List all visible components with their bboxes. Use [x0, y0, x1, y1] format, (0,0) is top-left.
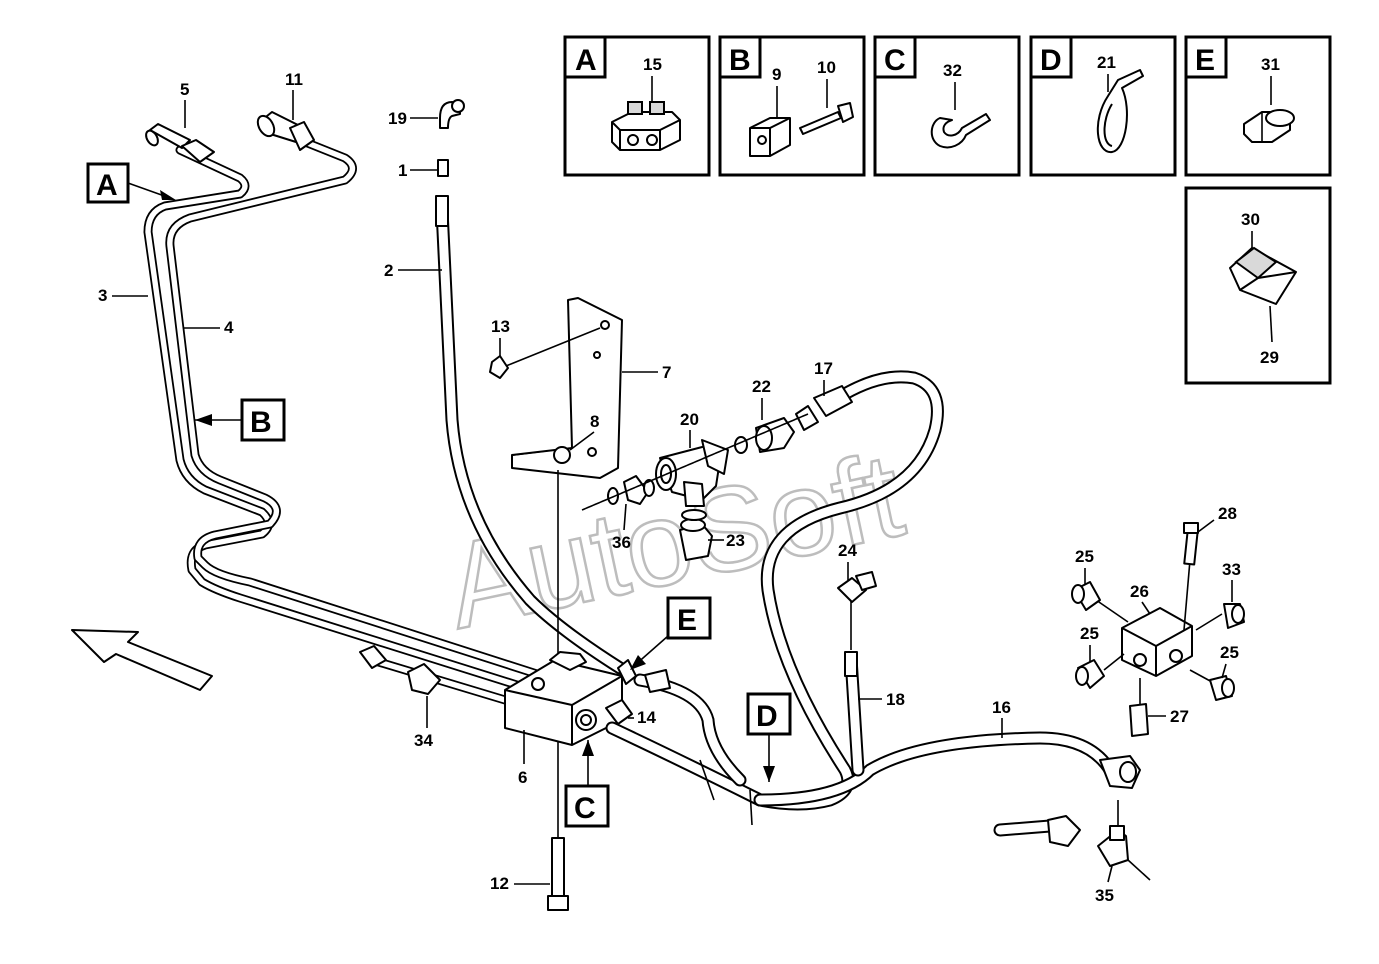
- part-labels: 5 11 3 4 19 1 2 13 7 8 20 22 17 36 23 24…: [98, 70, 1241, 905]
- inset-box-switch: 30 29: [1184, 186, 1332, 385]
- label-1: 1: [398, 161, 407, 180]
- hose-18: [837, 571, 877, 777]
- inset-box-b: B 9 10: [718, 35, 866, 177]
- inset-letter-e: E: [1195, 44, 1215, 77]
- bracket-7: [489, 297, 623, 479]
- hose-16: [753, 731, 1141, 807]
- inset-part-32: 32: [943, 61, 962, 80]
- label-25a: 25: [1075, 547, 1094, 566]
- fitting-5: [145, 123, 215, 163]
- label-6: 6: [518, 768, 527, 787]
- label-3: 3: [98, 286, 107, 305]
- label-35: 35: [1095, 886, 1114, 905]
- label-14: 14: [637, 708, 656, 727]
- fitting-11: [256, 111, 315, 151]
- inset-part-29: 29: [1260, 348, 1279, 367]
- bolt-12: [547, 837, 569, 911]
- label-17: 17: [814, 359, 833, 378]
- label-13: 13: [491, 317, 510, 336]
- callout-c: C: [564, 740, 610, 828]
- label-25c: 25: [1220, 643, 1239, 662]
- label-5: 5: [180, 80, 189, 99]
- pipe-4: [165, 135, 545, 680]
- inset-part-15: 15: [643, 55, 662, 74]
- label-18: 18: [886, 690, 905, 709]
- inset-box-d: D 21: [1029, 35, 1177, 177]
- inset-letter-a: A: [575, 44, 597, 77]
- label-24: 24: [838, 541, 857, 560]
- direction-arrow: [71, 629, 213, 691]
- svg-text:E: E: [677, 604, 697, 637]
- callout-b: B: [195, 398, 286, 442]
- callout-d: D: [746, 692, 792, 782]
- valve-block-6: [504, 651, 633, 746]
- label-33: 33: [1222, 560, 1241, 579]
- label-12: 12: [490, 874, 509, 893]
- tee-fitting-20: [581, 405, 819, 561]
- label-23: 23: [726, 531, 745, 550]
- inset-box-a: A 15: [563, 35, 711, 177]
- label-26: 26: [1130, 582, 1149, 601]
- label-7: 7: [662, 363, 671, 382]
- fitting-35: [993, 800, 1151, 881]
- block-26: [1071, 522, 1245, 737]
- label-16: 16: [992, 698, 1011, 717]
- label-2: 2: [384, 261, 393, 280]
- inset-part-31: 31: [1261, 55, 1280, 74]
- inset-letter-d: D: [1040, 44, 1062, 77]
- hose-14: [605, 659, 767, 826]
- label-22: 22: [752, 377, 771, 396]
- label-34: 34: [414, 731, 433, 750]
- inset-part-30: 30: [1241, 210, 1260, 229]
- label-11: 11: [285, 70, 303, 89]
- hose-2: [435, 99, 627, 675]
- pipe-lower: [359, 645, 510, 705]
- inset-box-e: E 31: [1184, 35, 1332, 177]
- p-clip-icon: [930, 113, 991, 149]
- label-8: 8: [590, 412, 599, 431]
- label-20: 20: [680, 410, 699, 429]
- label-27: 27: [1170, 707, 1189, 726]
- label-4: 4: [224, 318, 234, 337]
- label-28: 28: [1218, 504, 1237, 523]
- svg-text:A: A: [96, 169, 118, 202]
- label-25b: 25: [1080, 624, 1099, 643]
- inset-letter-c: C: [884, 44, 906, 77]
- inset-part-9: 9: [772, 65, 781, 84]
- inset-box-c: C 32: [873, 35, 1021, 177]
- label-19: 19: [388, 109, 407, 128]
- pipe-3: [143, 145, 525, 691]
- label-36: 36: [612, 533, 631, 552]
- inset-letter-b: B: [729, 44, 751, 77]
- callout-e: E: [630, 596, 712, 670]
- svg-text:B: B: [250, 406, 272, 439]
- svg-text:C: C: [574, 792, 596, 825]
- svg-text:D: D: [756, 700, 778, 733]
- callout-a: A: [86, 162, 176, 204]
- inset-part-21: 21: [1097, 53, 1116, 72]
- inset-part-10: 10: [817, 58, 836, 77]
